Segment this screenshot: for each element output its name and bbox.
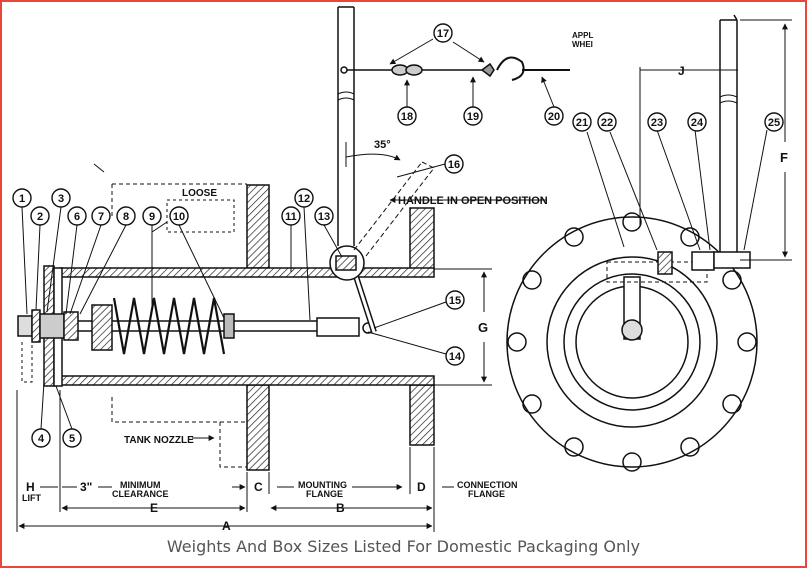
- callout-20: 20: [548, 111, 560, 123]
- callout-11: 11: [285, 211, 297, 223]
- label-a: A: [222, 519, 231, 533]
- mounting-flange-upper: [246, 184, 270, 269]
- dimension-lines: [16, 390, 454, 532]
- callout-18: 18: [401, 111, 413, 123]
- connection-flange-upper: [409, 207, 435, 270]
- callout-3: 3: [58, 193, 64, 205]
- drawing-labels: LOOSE APPL WHEI 35° HANDLE IN OPEN POSIT…: [22, 31, 788, 533]
- label-g: G: [478, 320, 488, 335]
- label-lift: LIFT: [22, 493, 41, 503]
- callout-16: 16: [448, 159, 460, 171]
- label-handle-open: HANDLE IN OPEN POSITION: [398, 195, 548, 207]
- label-angle: 35°: [374, 139, 391, 151]
- callout-9: 9: [149, 211, 155, 223]
- callout-14: 14: [449, 351, 462, 363]
- label-b: B: [336, 501, 345, 515]
- label-connection: CONNECTION: [457, 480, 518, 490]
- label-loose: LOOSE: [182, 188, 217, 199]
- body-wall-top: [59, 267, 435, 278]
- label-mounting-flange: FLANGE: [306, 489, 343, 499]
- side-section-view: [17, 6, 547, 471]
- callout-22: 22: [601, 117, 613, 129]
- label-f: F: [780, 150, 788, 165]
- chain-accessory: [340, 38, 570, 108]
- callout-5: 5: [69, 433, 75, 445]
- label-c: C: [254, 480, 263, 494]
- callout-19: 19: [467, 111, 479, 123]
- callout-12: 12: [298, 193, 310, 205]
- label-e: E: [150, 501, 158, 515]
- label-tank-nozzle: TANK NOZZLE: [124, 435, 194, 446]
- callout-2: 2: [37, 211, 43, 223]
- callout-13: 13: [318, 211, 330, 223]
- callout-23: 23: [651, 117, 663, 129]
- callout-numbers: 1 2 3 4 5 6 7 8 9 10 11 12 13 14 15 16 1…: [19, 28, 780, 445]
- label-minimum: MINIMUM: [120, 480, 161, 490]
- callout-15: 15: [449, 295, 461, 307]
- callout-24: 24: [691, 117, 704, 129]
- callout-4: 4: [38, 433, 45, 445]
- callout-17: 17: [437, 28, 449, 40]
- front-flange-view: [506, 14, 792, 472]
- callouts: [12, 23, 784, 448]
- label-d: D: [417, 480, 426, 494]
- connection-flange-lower: [409, 384, 435, 446]
- bolt-holes: [507, 212, 757, 472]
- label-clearance: CLEARANCE: [112, 489, 169, 499]
- callout-21: 21: [576, 117, 588, 129]
- label-whei: WHEI: [572, 40, 593, 49]
- body-wall-bottom: [59, 375, 435, 386]
- callout-1: 1: [19, 193, 25, 205]
- label-mounting: MOUNTING: [298, 480, 347, 490]
- callout-10: 10: [173, 211, 185, 223]
- callout-7: 7: [98, 211, 104, 223]
- callout-8: 8: [123, 211, 129, 223]
- callout-25: 25: [768, 117, 780, 129]
- mounting-flange-lower: [246, 384, 270, 471]
- callout-6: 6: [74, 211, 80, 223]
- label-3in: 3": [80, 480, 92, 494]
- label-appl: APPL: [572, 31, 593, 40]
- label-j: J: [678, 64, 685, 78]
- figure-caption: Weights And Box Sizes Listed For Domesti…: [166, 537, 641, 556]
- label-h: H: [26, 480, 35, 494]
- label-connection-flange: FLANGE: [468, 489, 505, 499]
